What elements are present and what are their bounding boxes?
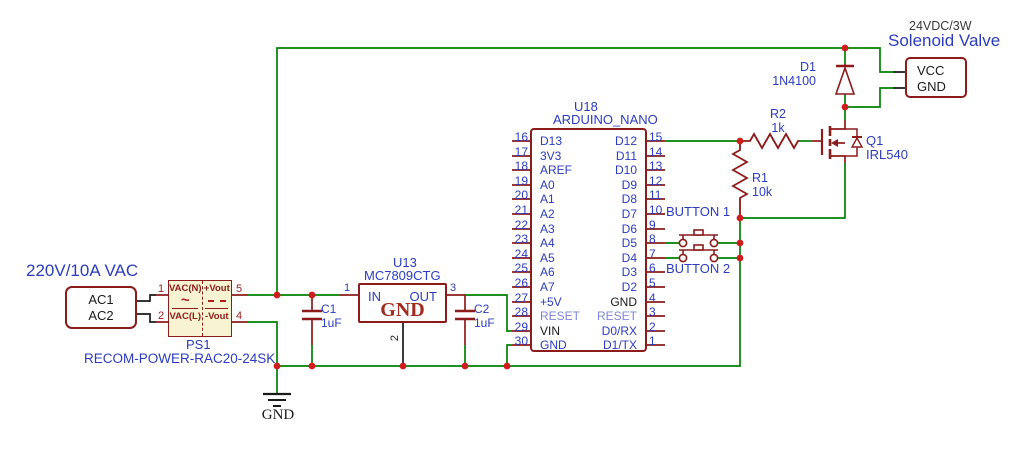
r2-value: 1k: [771, 121, 785, 135]
r1-resistor-symbol: [731, 142, 749, 218]
regulator-gnd-pin-label: GND: [380, 299, 425, 321]
ps1-minus-vout-label: -Vout: [204, 311, 229, 322]
r1-refdes: R1: [752, 171, 768, 185]
c2-value: 1uF: [474, 316, 495, 330]
regulator-pin3-number: 3: [450, 282, 457, 294]
dc-symbol: [207, 299, 226, 302]
button2-label: BUTTON 2: [666, 261, 731, 276]
wire-24v-top-run: [276, 47, 845, 295]
solenoid-gnd-pin-label: GND: [917, 79, 946, 94]
wire-ground-rail: [276, 218, 741, 394]
wire-q1-source-to-r1: [740, 163, 846, 219]
ps1-power-module-box: VAC(N) ~ VAC(L) +Vout -Vout: [168, 280, 232, 337]
c1-value: 1uF: [321, 316, 342, 330]
q1-value: IRL540: [866, 147, 908, 162]
ps1-divider: [205, 308, 229, 309]
solenoid-rating-label: 24VDC/3W: [909, 19, 972, 33]
ps1-vac-n-label: VAC(N): [169, 283, 202, 294]
wire-cap-bottoms: [311, 345, 466, 366]
r2-resistor-symbol: [740, 132, 800, 150]
ps1-refdes: PS1: [186, 337, 211, 352]
ps1-pin-stubs: [156, 294, 248, 323]
ps1-pin1-number: 1: [158, 283, 165, 295]
ps1-pin2-number: 2: [158, 310, 165, 322]
c2-capacitor-symbol: [455, 295, 475, 345]
button1-label: BUTTON 1: [666, 204, 731, 219]
wire-reg-out-to-vin: [465, 294, 512, 332]
button2-switch-symbol: [678, 244, 719, 263]
button1-switch-symbol: [678, 229, 719, 248]
regulator-pin2-number: 2: [389, 334, 402, 342]
ps1-value: RECOM-POWER-RAC20-24SK: [84, 351, 276, 366]
arduino-box: [530, 128, 647, 352]
c1-refdes: C1: [321, 302, 337, 316]
ps1-divider: [172, 308, 199, 309]
r1-value: 10k: [752, 185, 773, 199]
wire-arduino-gnd: [506, 344, 512, 366]
regulator-pin1-number: 1: [344, 282, 351, 294]
wire-to-solenoid-vcc: [845, 47, 893, 73]
wire-to-solenoid-gnd: [845, 87, 893, 108]
ac-symbol: ~: [180, 292, 190, 309]
c2-refdes: C2: [474, 302, 490, 316]
component-pins: [156, 140, 665, 346]
ac2-terminal-label: AC2: [88, 308, 114, 323]
arduino-right-pin-stubs: [647, 140, 665, 346]
regulator-box: IN OUT GND: [358, 283, 447, 323]
ps1-plus-vout-label: +Vout: [203, 283, 230, 294]
regulator-value: MC7809CTG: [364, 268, 441, 283]
d1-value: 1N4100: [772, 74, 816, 88]
q1-mosfet-symbol: [812, 120, 864, 163]
r2-refdes: R2: [770, 107, 786, 121]
junction-dots: [273, 44, 849, 370]
wire-minus-vout: [248, 321, 278, 366]
solenoid-vcc-pin-label: VCC: [917, 63, 945, 78]
solenoid-valve-box: VCC GND: [905, 57, 967, 98]
ps1-pin4-number: 4: [236, 310, 243, 322]
regulator-out-pin-label: OUT: [409, 289, 437, 304]
d1-diode-symbol: [834, 64, 856, 95]
arduino-value: ARDUINO_NANO: [553, 112, 658, 127]
earth-ground-label: GND: [261, 407, 295, 423]
wire-ac1: [137, 294, 156, 302]
ps1-output-column: +Vout -Vout: [201, 281, 231, 336]
d1-refdes: D1: [800, 60, 816, 74]
arduino-refdes: U18: [574, 99, 598, 114]
arduino-left-pin-stubs: [512, 140, 530, 346]
ps1-vac-l-label: VAC(L): [169, 311, 202, 322]
ps1-input-column: VAC(N) ~ VAC(L): [169, 281, 202, 336]
source-title: 220V/10A VAC: [26, 261, 139, 280]
ps1-pin5-number: 5: [236, 283, 243, 295]
earth-ground-icon: [263, 392, 291, 407]
regulator-refdes: U13: [393, 255, 417, 270]
ac1-terminal-label: AC1: [88, 292, 114, 307]
c1-capacitor-symbol: [302, 295, 322, 345]
wire-ac2: [137, 313, 156, 323]
regulator-in-pin-label: IN: [368, 289, 381, 304]
ac-source-box: AC1 AC2: [65, 286, 137, 329]
q1-refdes: Q1: [866, 133, 884, 148]
solenoid-title: Solenoid Valve: [888, 31, 1001, 50]
